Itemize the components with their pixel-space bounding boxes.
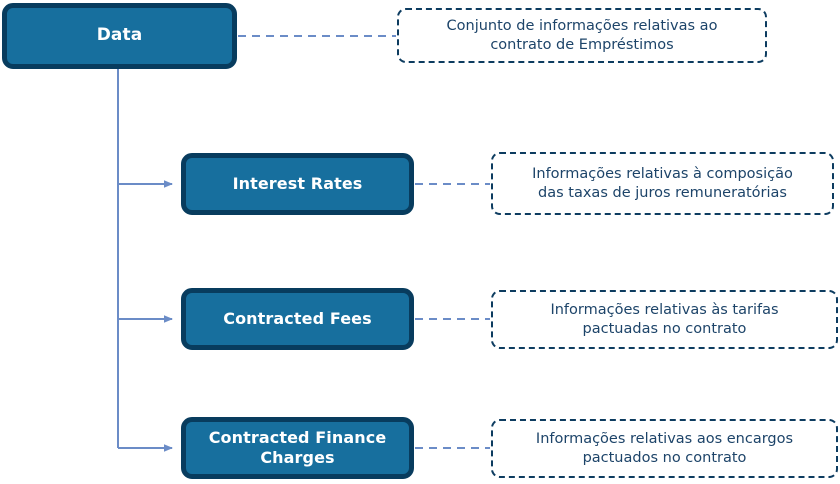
note-contracted-fees: Informações relativas às tarifas pactuad… [491,290,838,349]
note-interest-rates-text: Informações relativas à composição das t… [532,165,793,201]
note-contracted-fees-text: Informações relativas às tarifas pactuad… [550,301,779,337]
note-contracted-finance-charges: Informações relativas aos encargos pactu… [491,419,838,478]
note-interest-rates: Informações relativas à composição das t… [491,152,834,215]
node-contracted-fees-label: Contracted Fees [223,309,372,328]
node-contracted-fees[interactable]: Contracted Fees [181,288,414,350]
node-data[interactable]: Data [2,3,237,69]
node-interest-rates-label: Interest Rates [232,174,363,193]
note-data-text: Conjunto de informações relativas ao con… [446,17,718,53]
node-data-label: Data [96,25,143,46]
node-interest-rates[interactable]: Interest Rates [181,153,414,215]
node-contracted-finance-charges-label: Contracted Finance Charges [208,428,387,467]
note-contracted-finance-charges-text: Informações relativas aos encargos pactu… [535,430,794,466]
note-data: Conjunto de informações relativas ao con… [397,8,767,63]
node-contracted-finance-charges[interactable]: Contracted Finance Charges [181,417,414,479]
